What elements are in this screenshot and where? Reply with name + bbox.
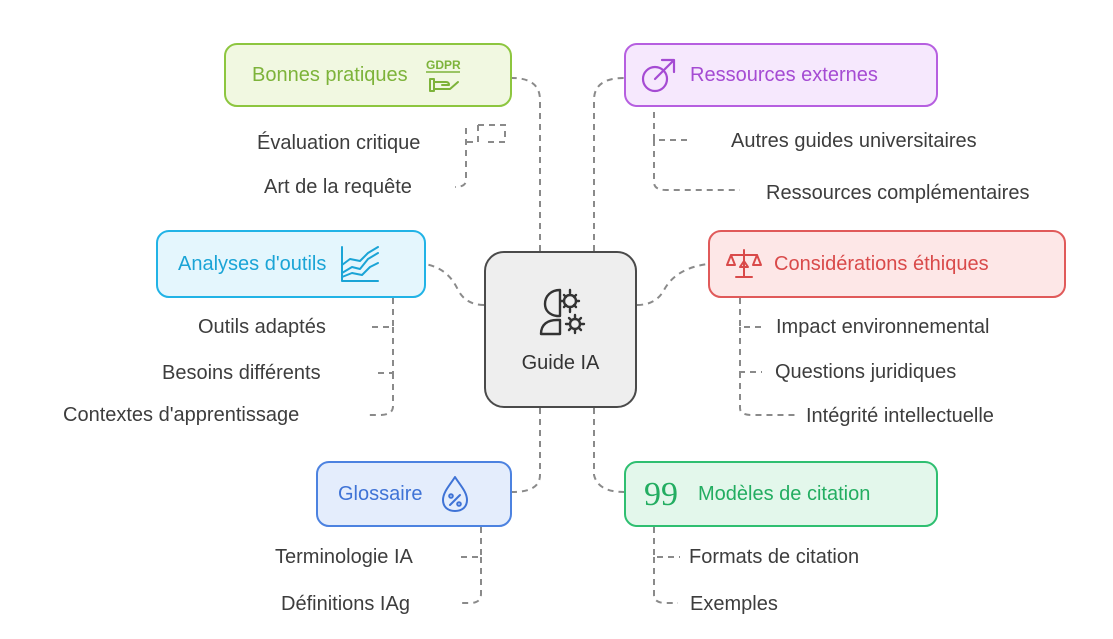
external-link-arrow-icon bbox=[640, 56, 678, 94]
center-node-guide-ia[interactable]: Guide IA bbox=[484, 251, 637, 408]
gdpr-icon-text: GDPR bbox=[426, 58, 461, 72]
percent-drop-icon bbox=[440, 475, 470, 513]
balance-scale-icon bbox=[726, 247, 762, 281]
branch-glossaire[interactable]: Glossaire bbox=[316, 461, 512, 527]
connector-considerations-ethiques bbox=[636, 263, 709, 306]
connector-contextes bbox=[366, 373, 394, 416]
branch-label: Analyses d'outils bbox=[178, 252, 327, 275]
connector-bonnes-pratiques bbox=[511, 77, 541, 251]
center-label: Guide IA bbox=[521, 352, 600, 374]
leaf-ressources-complementaires: Ressources complémentaires bbox=[766, 182, 1030, 204]
leaf-integrite: Intégrité intellectuelle bbox=[806, 405, 994, 427]
connector-formats bbox=[653, 527, 680, 558]
connector-questions-jur bbox=[739, 327, 762, 373]
connector-definitions bbox=[459, 557, 482, 604]
leaf-outils-adaptes: Outils adaptés bbox=[198, 316, 326, 338]
leaf-art-requete: Art de la requête bbox=[264, 176, 412, 198]
leaf-impact-env: Impact environnemental bbox=[776, 316, 990, 338]
connector-outils-adaptes bbox=[370, 298, 394, 328]
gdpr-hand-icon: GDPR bbox=[424, 55, 462, 95]
leaf-terminologie: Terminologie IA bbox=[275, 546, 413, 568]
connector-besoins-differents bbox=[373, 327, 394, 374]
leaf-evaluation-critique: Évaluation critique bbox=[257, 132, 421, 154]
connector-analyses-outils bbox=[424, 263, 485, 306]
leaf-contextes: Contextes d'apprentissage bbox=[63, 404, 300, 426]
leaf-autres-guides: Autres guides universitaires bbox=[731, 130, 977, 152]
leaf-questions-juridiques: Questions juridiques bbox=[775, 361, 957, 383]
leaf-exemples: Exemples bbox=[690, 593, 778, 615]
quote-icon-text: 99 bbox=[644, 477, 678, 511]
branch-label: Modèles de citation bbox=[698, 482, 871, 505]
branch-label: Glossaire bbox=[338, 482, 423, 505]
branch-bonnes-pratiques[interactable]: Bonnes pratiques GDPR bbox=[224, 43, 512, 107]
branch-label: Bonnes pratiques bbox=[252, 63, 408, 86]
connector-ressources-externes bbox=[593, 77, 625, 251]
connector-exemples bbox=[653, 557, 678, 604]
branch-analyses-outils[interactable]: Analyses d'outils bbox=[156, 230, 426, 298]
connector-art-requete bbox=[454, 128, 467, 188]
branch-considerations-ethiques[interactable]: Considérations éthiques bbox=[708, 230, 1066, 298]
connector-glossaire bbox=[511, 408, 541, 493]
branch-modeles-citation[interactable]: 99 Modèles de citation bbox=[624, 461, 938, 527]
ai-head-gears-icon bbox=[533, 284, 589, 346]
connector-integrite bbox=[739, 372, 795, 416]
connector-impact-env bbox=[739, 298, 765, 328]
connector-ressources-complementaires bbox=[653, 140, 740, 191]
branch-ressources-externes[interactable]: Ressources externes bbox=[624, 43, 938, 107]
leaf-formats: Formats de citation bbox=[689, 546, 860, 568]
connector-modeles-citation bbox=[593, 408, 625, 493]
leaf-besoins-differents: Besoins différents bbox=[162, 362, 321, 384]
quote-marks-icon: 99 bbox=[644, 477, 690, 511]
connector-terminologie bbox=[459, 527, 482, 558]
connector-evaluation-critique bbox=[466, 124, 506, 143]
area-chart-icon bbox=[340, 245, 380, 283]
connector-autres-guides bbox=[653, 112, 690, 141]
branch-label: Ressources externes bbox=[690, 63, 878, 86]
leaf-definitions: Définitions IAg bbox=[281, 593, 410, 615]
branch-label: Considérations éthiques bbox=[774, 252, 989, 275]
